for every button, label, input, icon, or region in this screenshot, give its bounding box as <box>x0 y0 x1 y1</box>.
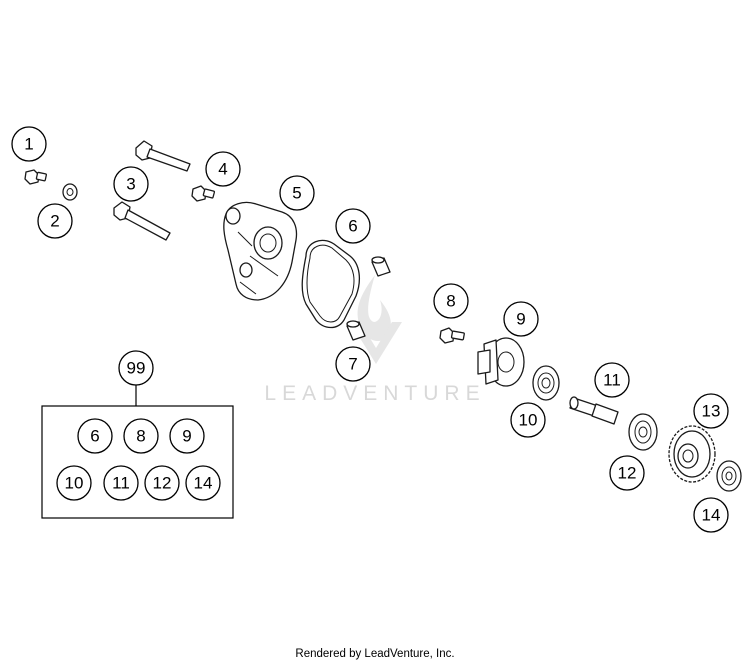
callout-14[interactable]: 14 <box>693 497 729 533</box>
kit-item-8[interactable]: 8 <box>123 418 159 454</box>
svg-text:4: 4 <box>218 160 227 179</box>
callout-10[interactable]: 10 <box>510 402 546 438</box>
callout-11[interactable]: 11 <box>594 362 630 398</box>
kit-item-14[interactable]: 14 <box>185 465 221 501</box>
part-14-bearing[interactable] <box>716 460 742 492</box>
part-10-bearing[interactable] <box>532 365 560 401</box>
svg-text:7: 7 <box>348 355 357 374</box>
part-7-sleeve-lower[interactable] <box>346 320 366 341</box>
svg-text:8: 8 <box>136 427 145 446</box>
part-11-shaft[interactable] <box>569 396 619 425</box>
svg-text:3: 3 <box>126 175 135 194</box>
kit-item-9[interactable]: 9 <box>169 418 205 454</box>
svg-text:9: 9 <box>182 427 191 446</box>
svg-text:10: 10 <box>519 411 538 430</box>
kit-99-group[interactable]: 99 6 8 9 10 11 12 14 <box>41 350 234 519</box>
callout-99[interactable]: 99 <box>118 350 154 386</box>
svg-text:12: 12 <box>618 464 637 483</box>
part-2-washer[interactable] <box>62 183 78 201</box>
part-5-pump-cover[interactable] <box>223 201 298 301</box>
svg-text:13: 13 <box>702 402 721 421</box>
part-12-bearing[interactable] <box>628 413 658 451</box>
callout-12[interactable]: 12 <box>609 455 645 491</box>
flame-logo-icon <box>357 275 391 342</box>
part-6-gasket[interactable] <box>301 239 361 329</box>
kit-item-10[interactable]: 10 <box>56 465 92 501</box>
kit-item-11[interactable]: 11 <box>103 465 139 501</box>
callout-8[interactable]: 8 <box>433 283 469 319</box>
svg-text:2: 2 <box>50 212 59 231</box>
part-13-gear[interactable] <box>668 425 716 483</box>
callout-3[interactable]: 3 <box>113 166 149 202</box>
callout-2[interactable]: 2 <box>37 203 73 239</box>
part-9-impeller[interactable] <box>477 337 525 387</box>
part-3-long-bolts[interactable] <box>113 140 191 241</box>
credit-text: Rendered by LeadVenture, Inc. <box>295 648 454 660</box>
part-1-bolt[interactable] <box>24 169 47 185</box>
svg-text:8: 8 <box>446 292 455 311</box>
watermark-text: LEADVENTURE <box>264 382 485 405</box>
svg-text:12: 12 <box>153 474 172 493</box>
part-4-bolt[interactable] <box>191 185 216 202</box>
callout-4[interactable]: 4 <box>205 151 241 187</box>
callout-5[interactable]: 5 <box>279 175 315 211</box>
callout-1[interactable]: 1 <box>11 126 47 162</box>
svg-text:14: 14 <box>702 506 721 525</box>
part-8-bolt[interactable] <box>439 327 465 344</box>
svg-text:99: 99 <box>127 359 146 378</box>
svg-text:14: 14 <box>194 474 213 493</box>
svg-text:11: 11 <box>603 371 621 390</box>
kit-item-6[interactable]: 6 <box>77 418 113 454</box>
svg-text:9: 9 <box>516 310 525 329</box>
svg-text:6: 6 <box>348 217 357 236</box>
svg-text:11: 11 <box>112 474 130 493</box>
callout-13[interactable]: 13 <box>693 393 729 429</box>
svg-text:10: 10 <box>65 474 84 493</box>
callout-9[interactable]: 9 <box>503 301 539 337</box>
callout-6[interactable]: 6 <box>335 208 371 244</box>
part-7-sleeve-upper[interactable] <box>371 256 391 277</box>
svg-text:5: 5 <box>292 184 301 203</box>
kit-item-12[interactable]: 12 <box>144 465 180 501</box>
svg-text:1: 1 <box>24 135 33 154</box>
callout-7[interactable]: 7 <box>335 346 371 382</box>
svg-text:6: 6 <box>90 427 99 446</box>
